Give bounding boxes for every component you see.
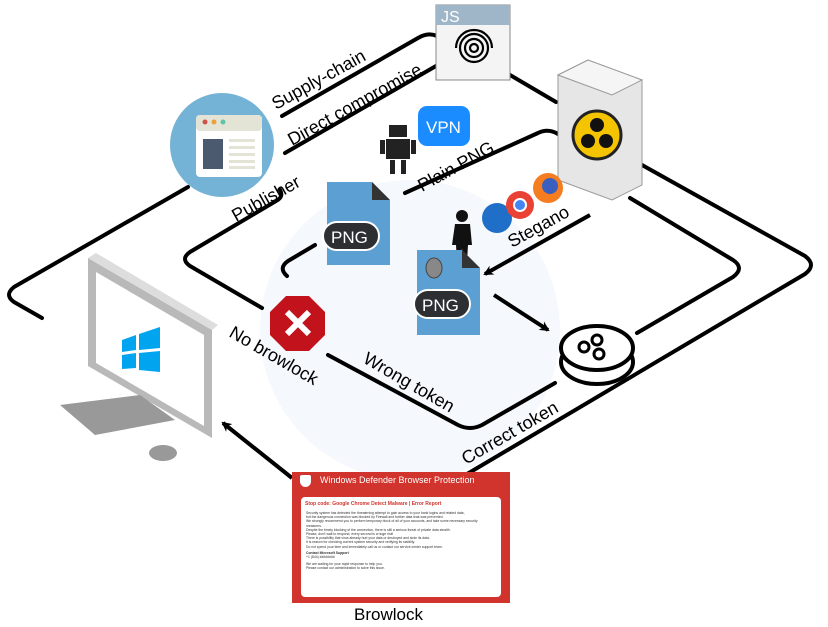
publisher-icon [170,93,274,197]
robot-icon [380,125,416,174]
browser-icons [482,173,563,233]
outer-left-line [7,185,190,320]
browlock-screenshot: Windows Defender Browser Protection Stop… [292,472,510,603]
browlock-header: Stop code: Google Chrome Detect Malware … [305,501,442,507]
support-phone: +1 (844) ######## [306,555,335,560]
support-label: Contact Microsoft Support [306,550,349,555]
stegano-png-label: PNG [422,296,459,315]
footer-line: We are waiting for your rapid response t… [306,562,383,567]
wrong-token-line [326,353,557,430]
js-label: JS [441,9,460,26]
body-line: There is possibility that virus already … [306,536,430,541]
stegano-png-file-icon: PNG [413,250,480,335]
png-label: PNG [331,228,368,247]
plain-png-line [403,128,560,195]
body-line: Please, don't wait to respond, every sec… [306,532,394,537]
browlock-body: Security system has detected the threate… [306,511,491,571]
browlock-title: Windows Defender Browser Protection [320,475,475,485]
vpn-icon: VPN [418,106,470,146]
arrow-to-victim [221,421,294,480]
windows-logo-icon [122,327,160,372]
browlock-caption: Browlock [354,605,423,624]
footer-line: Please contact our administration to sol… [306,566,385,571]
keyboard-icon [60,395,175,435]
bug-icon [425,257,443,279]
arrow-stegano-to-png [483,213,591,276]
arrow-png-to-coin [492,293,550,332]
body-line: Security system has detected the threate… [306,511,465,515]
body-line: but the dangerous connection was blocked… [306,515,444,520]
shield-icon [300,475,311,487]
js-to-server-line [503,70,558,104]
stop-icon [270,296,325,351]
body-line: Despite the timely blocking of the conne… [306,527,451,532]
vpn-label: VPN [426,118,461,137]
flow-lines [7,32,813,479]
supply-chain-line [280,32,439,118]
computer-icon [60,253,218,461]
png-to-stop-line [280,243,317,278]
coin-icon [559,324,635,386]
malicious-server-icon [556,59,644,201]
js-fingerprint-icon: JS [435,4,511,81]
coin-to-server-line [628,196,741,335]
outer-right-line [460,163,813,479]
arrows [221,213,591,480]
body-line: We strongly recommend you to perform tem… [306,519,478,528]
edge-icon [482,203,512,233]
browlock-panel: Stop code: Google Chrome Detect Malware … [301,497,501,597]
publisher-inner-line [183,188,284,310]
body-line: Do not spend your time and immediately c… [306,544,443,549]
png-file-icon: PNG [322,182,390,265]
mouse-icon [149,445,177,461]
direct-compromise-line [283,64,438,155]
body-line: It is reason for checking current system… [306,540,416,545]
